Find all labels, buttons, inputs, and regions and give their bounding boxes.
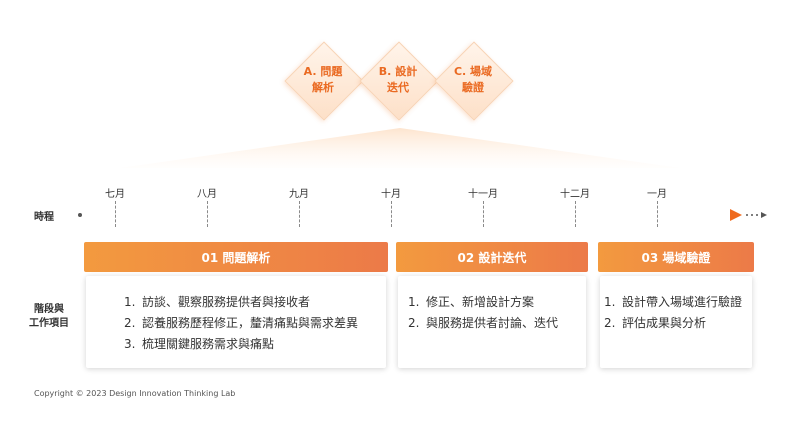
month-label-aug: 八月 <box>197 189 217 200</box>
phase-header-03: 03 場域驗證 <box>598 242 754 272</box>
methods-fan-shape <box>120 128 680 168</box>
stage-label-line2: 工作項目 <box>29 318 69 329</box>
method-diamond-b: B. 設計 迭代 <box>359 41 439 121</box>
month-label-sep: 九月 <box>289 189 309 200</box>
stage-label: 階段與 工作項目 <box>24 303 74 331</box>
method-b-line1: B. 設計 <box>378 65 418 78</box>
method-b-line2: 迭代 <box>387 81 409 94</box>
method-a-line1: A. 問題 <box>303 65 343 78</box>
phase-header-01: 01 問題解析 <box>84 242 388 272</box>
list-item: 2.認養服務歷程修正，釐清痛點與需求差異 <box>124 316 359 330</box>
phase-box-02: 1.修正、新增設計方案 2.與服務提供者討論、迭代 <box>398 276 586 368</box>
list-item: 1.設計帶入場域進行驗證 <box>604 295 743 309</box>
month-label-jan: 一月 <box>647 189 667 200</box>
task-list: 1.設計帶入場域進行驗證 2.評估成果與分析 <box>604 292 742 334</box>
method-c-line1: C. 場域 <box>453 65 493 78</box>
month-label-nov: 十一月 <box>468 189 498 200</box>
month-label-oct: 十月 <box>381 189 401 200</box>
list-item: 2.與服務提供者討論、迭代 <box>408 316 559 330</box>
month-label-dec: 十二月 <box>560 189 590 200</box>
phase-box-01: 1.訪談、觀察服務提供者與接收者 2.認養服務歷程修正，釐清痛點與需求差異 3.… <box>86 276 386 368</box>
timeline-arrow <box>78 209 767 221</box>
copyright-text: Copyright © 2023 Design Innovation Think… <box>34 389 236 398</box>
method-diamond-a: A. 問題 解析 <box>284 41 364 121</box>
month-label-jul: 七月 <box>105 189 125 200</box>
method-c-line2: 驗證 <box>462 81 484 94</box>
method-diamond-c: C. 場域 驗證 <box>434 41 514 121</box>
phase-box-03: 1.設計帶入場域進行驗證 2.評估成果與分析 <box>600 276 752 368</box>
timeline-label: 時程 <box>34 212 54 223</box>
list-item: 1.訪談、觀察服務提供者與接收者 <box>124 295 311 309</box>
task-list: 1.修正、新增設計方案 2.與服務提供者討論、迭代 <box>408 292 558 334</box>
stage-label-line1: 階段與 <box>34 304 64 315</box>
list-item: 1.修正、新增設計方案 <box>408 295 535 309</box>
task-list: 1.訪談、觀察服務提供者與接收者 2.認養服務歷程修正，釐清痛點與需求差異 3.… <box>124 292 358 355</box>
list-item: 2.評估成果與分析 <box>604 316 707 330</box>
phase-header-02: 02 設計迭代 <box>396 242 588 272</box>
list-item: 3.梳理關鍵服務需求與痛點 <box>124 337 275 351</box>
method-a-line2: 解析 <box>312 81 334 94</box>
